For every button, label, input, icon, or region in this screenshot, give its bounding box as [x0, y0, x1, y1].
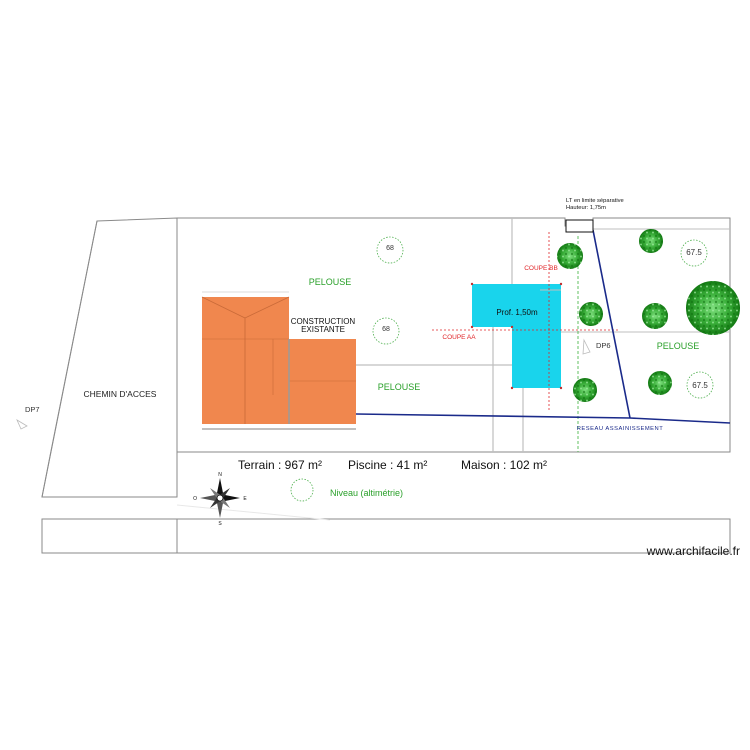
dp7-view-icon [16, 419, 28, 430]
house-annex-block [289, 339, 356, 424]
level-marker-icon: 67.5 [686, 371, 714, 399]
level-marker-icon: 68 [372, 317, 400, 345]
compass-s: S [218, 521, 222, 527]
tree-icon [642, 303, 668, 329]
watermark: www.archifacile.fr [646, 544, 740, 558]
dp6-view-icon [582, 338, 591, 355]
tree-icon [639, 229, 663, 253]
wall-label-1: LT en limite séparative [566, 198, 624, 204]
level-legend-label: Niveau (altimétrie) [330, 488, 403, 498]
compass-n: N [218, 472, 222, 478]
sewage-network-line [592, 229, 631, 419]
lawn-label-mid: PELOUSE [378, 382, 421, 392]
pool-area: Piscine : 41 m² [348, 458, 427, 472]
pool-corner-markers [470, 282, 563, 390]
house-main-block [202, 297, 289, 424]
access-path [41, 217, 178, 498]
construction-label-1: CONSTRUCTION [291, 317, 356, 326]
roof-line [244, 296, 290, 319]
level-value: 68 [386, 245, 394, 252]
existing-house [201, 296, 356, 424]
swimming-pool [472, 284, 561, 388]
dp6-label: DP6 [596, 341, 611, 350]
section-aa-label: COUPE AA [442, 334, 476, 341]
compass-o: O [193, 496, 197, 502]
tree-icon [648, 371, 672, 395]
access-path-inner [41, 220, 98, 498]
compass-e: E [243, 496, 247, 502]
tree-icon [573, 378, 597, 402]
lawn-label-top: PELOUSE [309, 277, 352, 287]
faint-line [176, 504, 331, 521]
level-value: 67.5 [686, 248, 702, 257]
sewage-network-line-2 [355, 413, 731, 424]
compass-rose-icon: N S E O [193, 472, 247, 527]
terrain-area: Terrain : 967 m² [238, 458, 322, 472]
tree-icon [579, 302, 603, 326]
tree-icon [686, 281, 740, 335]
pool-depth-label: Prof. 1,50m [496, 308, 538, 317]
wall-label-2: Hauteur: 1,75m [566, 205, 606, 211]
level-marker-icon: 67.5 [680, 239, 708, 267]
roof-line [201, 296, 246, 319]
access-path-label: CHEMIN D'ACCES [84, 389, 157, 399]
section-bb-label: COUPE BB [524, 265, 558, 272]
house-area: Maison : 102 m² [461, 458, 547, 472]
separation-wall-box [565, 219, 594, 233]
sewage-network-label: RESEAU ASSAINISSEMENT [577, 426, 664, 432]
lawn-label-right: PELOUSE [657, 341, 700, 351]
tree-icon [557, 243, 583, 269]
construction-label-2: EXISTANTE [301, 325, 345, 334]
dp7-label: DP7 [25, 405, 40, 414]
road-strip [41, 518, 731, 554]
level-value: 67.5 [692, 381, 708, 390]
level-value: 68 [382, 326, 390, 333]
level-legend-icon [290, 478, 314, 502]
level-marker-icon: 68 [376, 236, 404, 264]
